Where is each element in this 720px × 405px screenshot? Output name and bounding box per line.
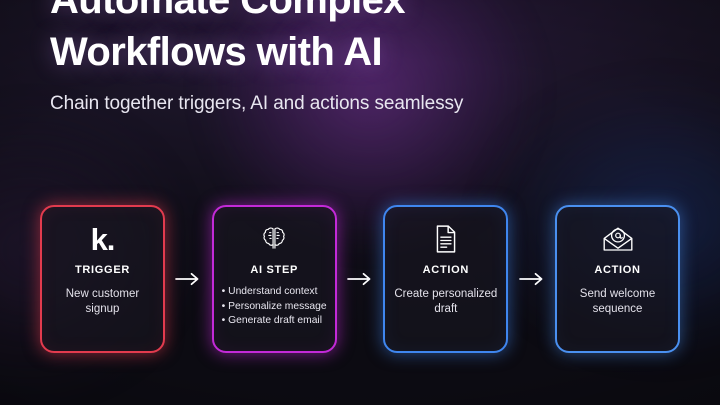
email-at-icon: [602, 222, 634, 256]
connector-arrow-2: [337, 205, 384, 353]
step-bullet-list: Understand context Personalize message G…: [214, 285, 335, 329]
page-title-line2: Workflows with AI: [50, 30, 383, 74]
list-item: Generate draft email: [220, 314, 329, 329]
step-label: AI STEP: [250, 264, 299, 276]
connector-arrow-3: [508, 205, 555, 353]
step-description: Create personalized draft: [394, 288, 498, 315]
workflow-step-action-email[interactable]: ACTION Send welcome sequence: [555, 205, 681, 353]
document-icon: [433, 222, 459, 256]
header: Automate Complex Workflows with AI Chain…: [50, 0, 690, 115]
step-description: New customer signup: [65, 288, 140, 315]
step-label: ACTION: [594, 264, 641, 276]
page-title-line1: Automate Complex: [50, 0, 406, 22]
step-label: ACTION: [422, 264, 470, 276]
list-item: Personalize message: [220, 300, 329, 315]
step-label: TRIGGER: [74, 264, 130, 276]
page-subtitle: Chain together triggers, AI and actions …: [50, 93, 464, 114]
workflow-step-ai[interactable]: AI STEP Understand context Personalize m…: [211, 205, 337, 353]
workflow-diagram: k. TRIGGER New customer signup AI STEP: [40, 205, 681, 353]
workflow-step-action-draft[interactable]: ACTION Create personalized draft: [383, 205, 509, 353]
workflow-step-trigger[interactable]: k. TRIGGER New customer signup: [40, 205, 165, 353]
brain-icon: [259, 222, 289, 256]
step-description: Send welcome sequence: [579, 288, 656, 315]
connector-arrow-1: [165, 205, 212, 353]
k-logo-icon: k.: [90, 221, 116, 257]
list-item: Understand context: [220, 285, 329, 300]
k-logo-text: k.: [90, 221, 116, 257]
